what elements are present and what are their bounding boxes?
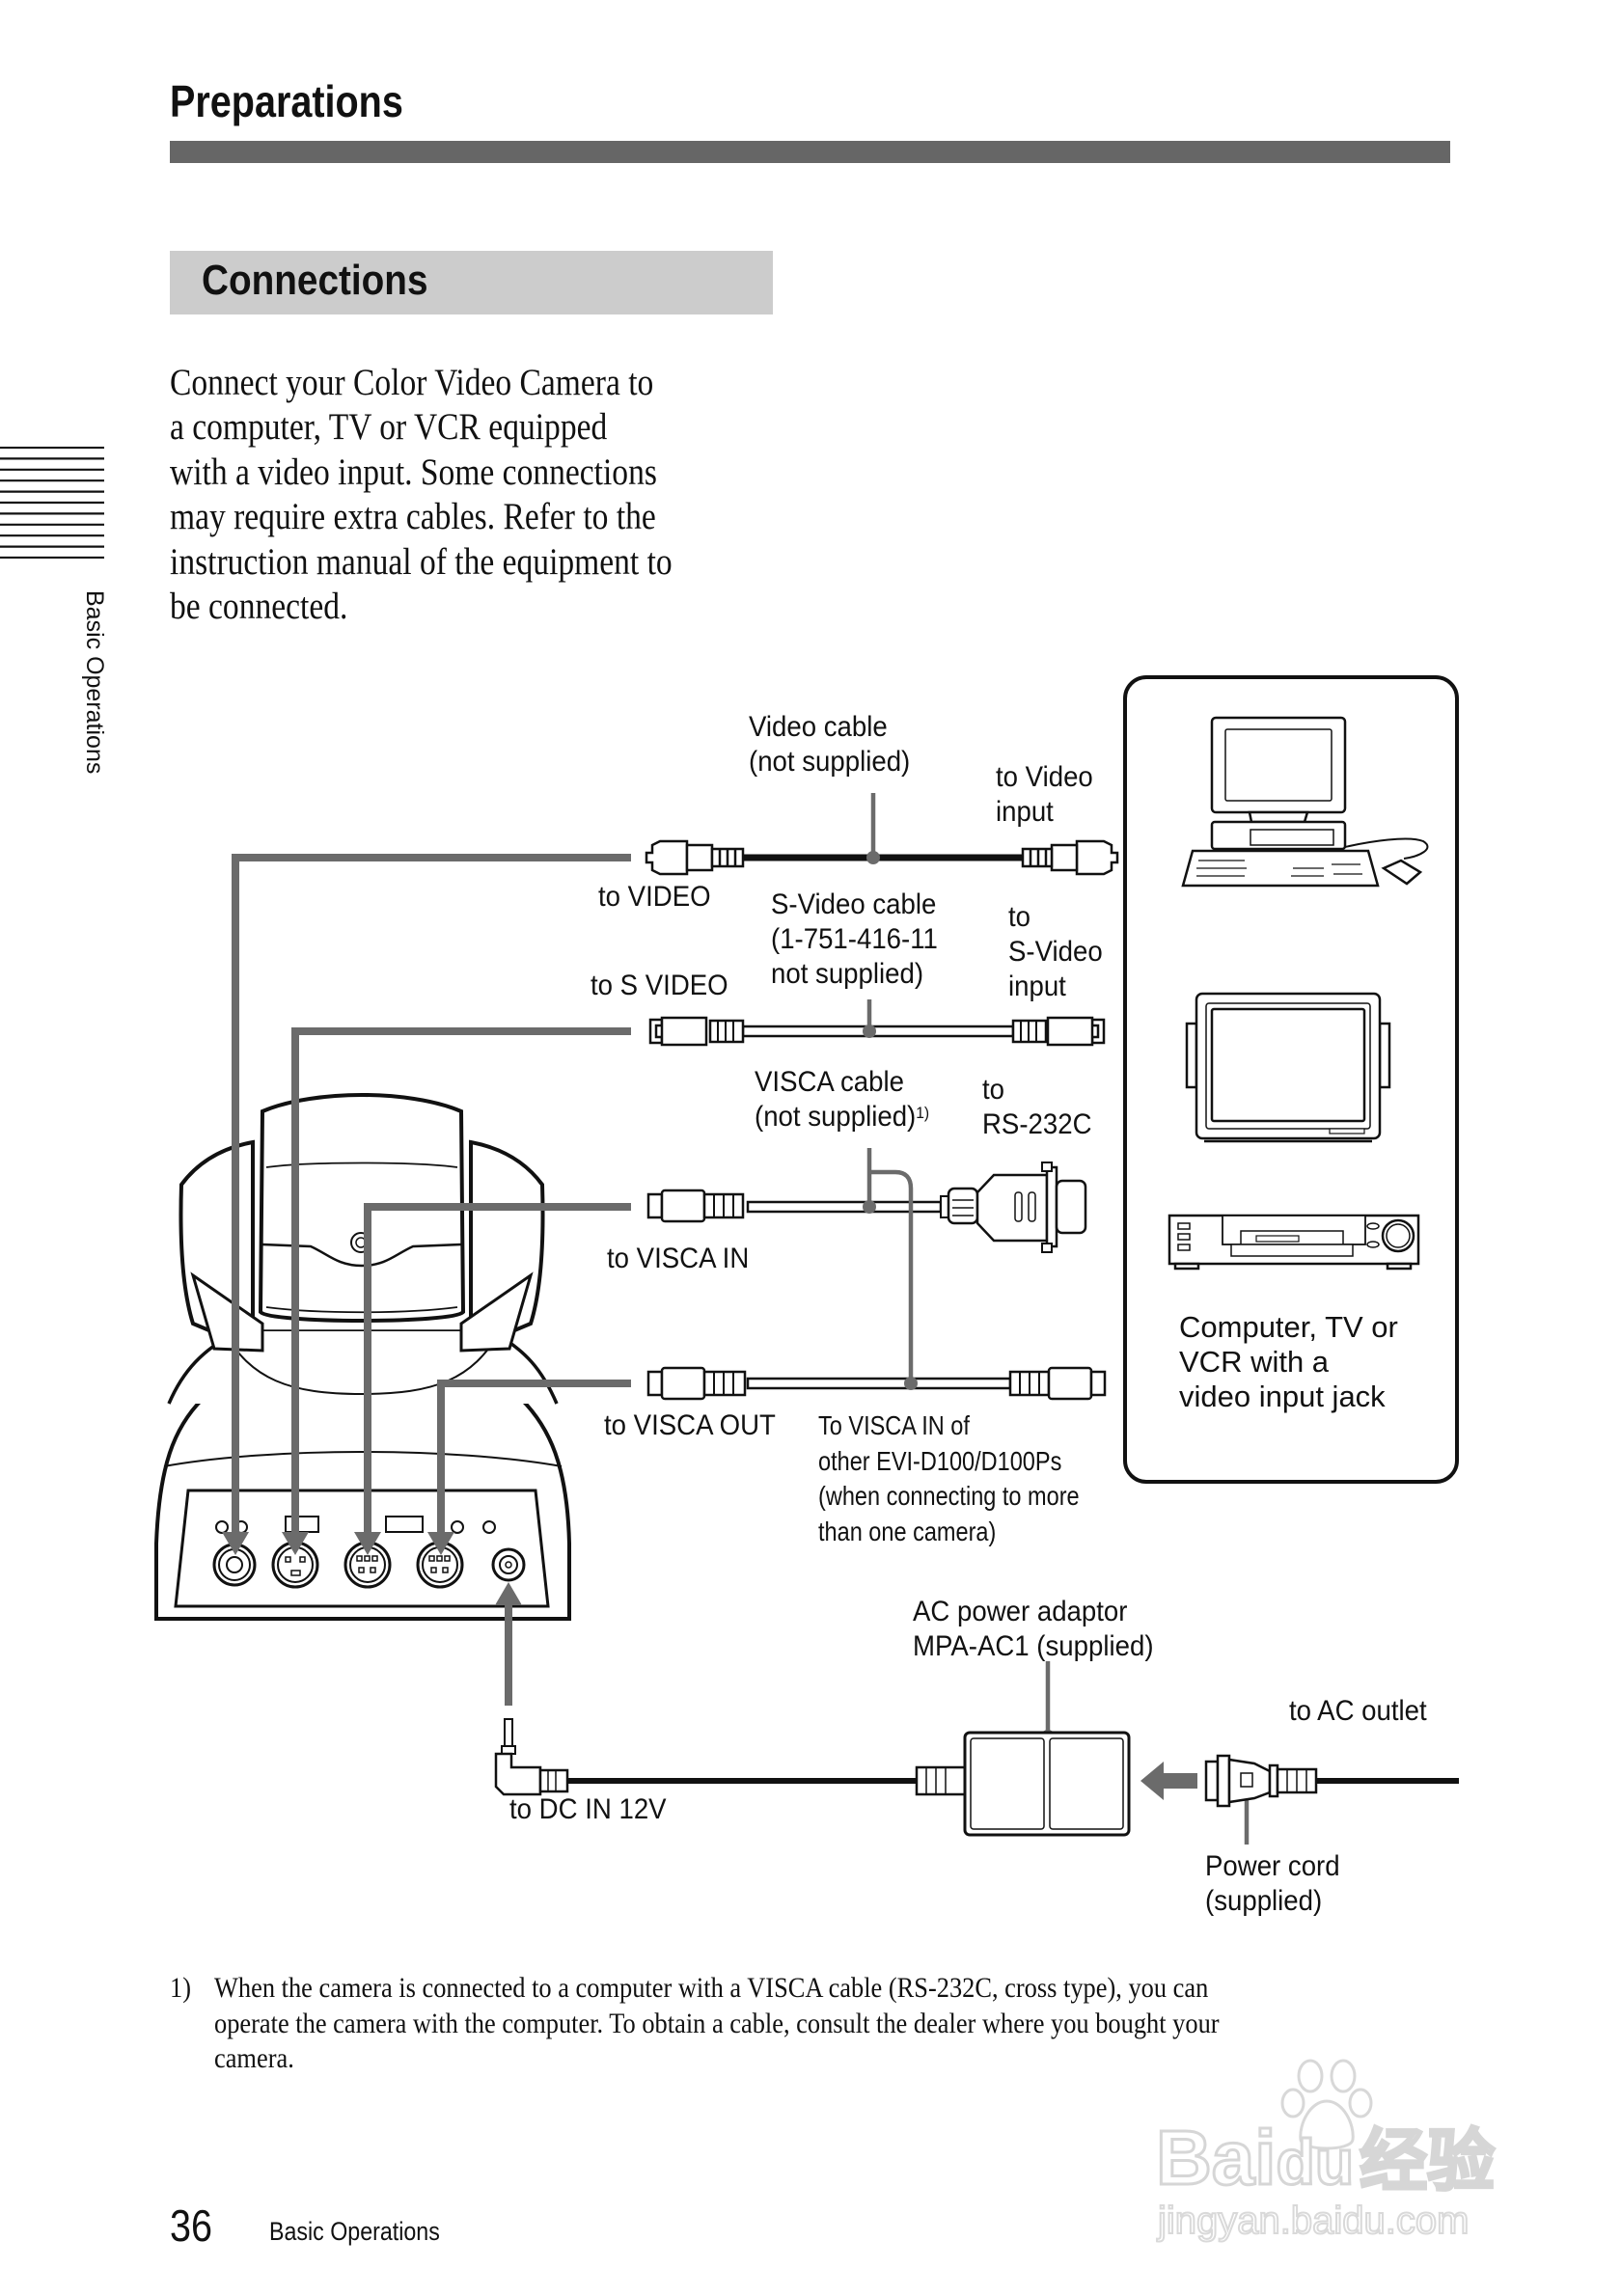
label-visca-chain-note: To VISCA IN of other EVI-D100/D100Ps (wh… [818, 1408, 1080, 1549]
baidu-watermark: Baidu经验 jingyan.baidu.com [1155, 2055, 1542, 2248]
label-line: RS-232C [982, 1108, 1092, 1140]
watermark-brand-cn: 经验 [1359, 2122, 1497, 2200]
label-line: (supplied) [1205, 1885, 1323, 1917]
intro-line: Connect your Color Video Camera to [170, 362, 654, 403]
section-title-box [170, 251, 773, 314]
label-line: Computer, TV or [1179, 1310, 1398, 1344]
tv-icon [1185, 992, 1391, 1143]
dc-plug-icon [494, 1718, 569, 1796]
label-line: (not supplied) [749, 746, 911, 778]
label-leaders [866, 793, 1250, 1845]
intro-line: with a video input. Some connections [170, 451, 657, 493]
label-text: (not supplied) [755, 1101, 917, 1133]
s-video-cable-icon [648, 1016, 1106, 1047]
footnote-marker: 1) [170, 1972, 191, 2004]
arrow-down-icon [427, 1532, 454, 1555]
label-line: (1-751-416-11 [771, 923, 938, 955]
label-line: video input jack [1179, 1380, 1386, 1413]
label-to-visca-out: to VISCA OUT [604, 1409, 776, 1441]
video-cable-icon [645, 839, 1119, 876]
paw-icon [1280, 2059, 1373, 2150]
arrow-up-icon [495, 1582, 522, 1605]
watermark-brand-latin: Bai [1155, 2114, 1278, 2202]
watermark-brand: Baidu经验 [1155, 2107, 1497, 2204]
label-visca-cable: VISCA cable (not supplied)1) [755, 1065, 929, 1134]
label-power-cord: Power cord (supplied) [1205, 1849, 1340, 1919]
label-line: not supplied) [771, 958, 924, 990]
visca-out-cable-icon [646, 1366, 1107, 1401]
page-number: 36 [170, 2200, 213, 2251]
label-line: input [1008, 970, 1066, 1002]
computer-icon [1181, 716, 1429, 888]
intro-paragraph: Connect your Color Video Camera to a com… [170, 361, 673, 629]
arrow-down-icon [354, 1532, 381, 1555]
label-to-s-video-input: to S-Video input [1008, 900, 1103, 1004]
arrow-down-icon [222, 1532, 249, 1555]
section-title: Connections [202, 257, 428, 304]
routing-lines [232, 854, 631, 1706]
side-tab-rulers [0, 446, 104, 560]
footnote-line: camera. [214, 2042, 294, 2074]
arrow-left-icon [1140, 1762, 1197, 1800]
intro-line: be connected. [170, 586, 348, 628]
intro-line: a computer, TV or VCR equipped [170, 406, 608, 449]
label-line: AC power adaptor [913, 1596, 1128, 1627]
label-line: VISCA cable [755, 1066, 904, 1098]
label-line: Video cable [749, 711, 888, 743]
label-line: Power cord [1205, 1850, 1340, 1882]
label-line: input [996, 796, 1054, 828]
label-line: to [1008, 901, 1031, 933]
label-line: other EVI-D100/D100Ps [818, 1445, 1062, 1476]
label-line: To VISCA IN of [818, 1410, 970, 1440]
chapter-title-bar [170, 141, 1450, 163]
footer-section: Basic Operations [269, 2217, 440, 2246]
label-to-video: to VIDEO [598, 881, 711, 913]
label-video-cable: Video cable (not supplied) [749, 710, 910, 779]
camera-port-visca-in [343, 1541, 392, 1589]
label-line: (when connecting to more [818, 1481, 1080, 1511]
label-ac-adaptor: AC power adaptor MPA-AC1 (supplied) [913, 1595, 1154, 1664]
footnote-reference: 1) [916, 1104, 930, 1122]
footnote-text: When the camera is connected to a comput… [214, 1971, 1220, 2077]
label-to-visca-in: to VISCA IN [607, 1243, 750, 1274]
label-to-dc-in: to DC IN 12V [509, 1793, 667, 1825]
label-equipment: Computer, TV or VCR with a video input j… [1179, 1310, 1398, 1414]
label-line: VCR with a [1179, 1345, 1330, 1379]
intro-line: may require extra cables. Refer to the [170, 496, 656, 538]
label-s-video-cable: S-Video cable (1-751-416-11 not supplied… [771, 888, 938, 992]
label-line: than one camera) [818, 1516, 997, 1546]
label-to-video-input: to Video input [996, 760, 1093, 830]
vcr-icon [1168, 1214, 1420, 1271]
ruler-lines-icon [0, 446, 104, 560]
power-cord-plug-icon [1204, 1754, 1318, 1808]
visca-cable-icon [646, 1162, 1087, 1253]
equipment-box [1123, 675, 1459, 1484]
routing-arrowheads [222, 1532, 522, 1605]
label-line: to [982, 1074, 1005, 1106]
label-line: S-Video cable [771, 888, 937, 920]
label-line: MPA-AC1 (supplied) [913, 1630, 1154, 1662]
camera-port-s-video [271, 1541, 319, 1589]
label-line: to Video [996, 761, 1093, 793]
label-line: S-Video [1008, 936, 1103, 968]
label-to-rs232c: to RS-232C [982, 1073, 1092, 1142]
footnote-line: operate the camera with the computer. To… [214, 2007, 1220, 2039]
footnote-line: When the camera is connected to a comput… [214, 1972, 1209, 2004]
chapter-title: Preparations [170, 76, 403, 126]
watermark-brand-du: du [1275, 2125, 1356, 2200]
intro-line: instruction manual of the equipment to [170, 540, 673, 583]
label-to-ac-outlet: to AC outlet [1289, 1695, 1427, 1727]
label-line: (not supplied)1) [755, 1100, 929, 1134]
ac-adaptor-icon [915, 1731, 1131, 1837]
camera-port-dc-in [491, 1547, 526, 1582]
watermark-url: jingyan.baidu.com [1157, 2199, 1470, 2243]
arrow-down-icon [282, 1532, 309, 1555]
label-to-s-video: to S VIDEO [591, 970, 728, 1001]
